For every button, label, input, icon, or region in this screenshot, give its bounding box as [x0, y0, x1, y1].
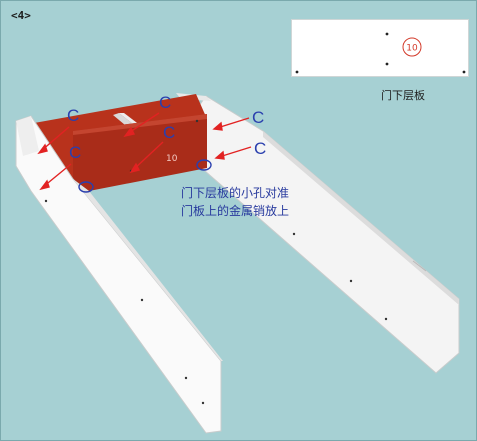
shelf-part-number: 10	[166, 154, 178, 164]
inset-caption: 门下层板	[381, 89, 425, 102]
arrow-head	[37, 143, 48, 155]
left-panel-top	[16, 116, 39, 156]
arrow-head	[39, 179, 50, 191]
arrow-line	[216, 117, 250, 129]
inset-hole	[385, 32, 389, 36]
inset-drawing: 10	[295, 32, 466, 74]
panel-notch	[412, 260, 427, 272]
left-side-panel	[15, 115, 222, 434]
panel-hole	[44, 199, 48, 203]
arrow-head	[123, 126, 136, 138]
inset-part-number: 10	[406, 44, 418, 54]
callout-c-mid-left: C	[69, 143, 81, 162]
arrow-group	[37, 112, 252, 191]
left-panel-edge	[73, 179, 223, 361]
panel-hole	[201, 401, 205, 405]
instruction-line-2: 门板上的金属销放上	[181, 204, 290, 218]
hole-marker-circle	[78, 181, 94, 193]
callout-c-top-left: C	[67, 106, 79, 125]
arrow-head	[212, 121, 223, 131]
arrow-head	[129, 162, 141, 174]
inset-hole	[385, 62, 389, 66]
arrow-head	[214, 150, 225, 160]
callout-c-mid-right: C	[254, 139, 266, 158]
inset-hole	[462, 70, 466, 74]
panel-hole	[184, 376, 188, 380]
inset-hole	[295, 70, 299, 74]
lower-shelf-top-edge	[73, 114, 207, 135]
panel-hole	[349, 279, 353, 283]
hole-marker-circle	[196, 159, 212, 171]
callout-c-top-right: C	[252, 108, 264, 127]
part-number-circle	[402, 37, 422, 57]
callout-c-top-center: C	[159, 93, 171, 112]
instruction-note: 门下层板的小孔对准 门板上的金属销放上	[181, 184, 289, 220]
panel-hole	[292, 232, 296, 236]
arrow-line	[218, 146, 252, 158]
panel-hole	[384, 317, 388, 321]
panel-hole	[140, 298, 144, 302]
lower-shelf-front	[73, 114, 207, 191]
part-inset-panel: 10	[291, 19, 469, 77]
arrow-line	[132, 141, 164, 171]
panel-hole	[195, 119, 199, 123]
right-panel-edge	[263, 131, 459, 305]
step-label: <4>	[11, 9, 31, 22]
right-side-panel	[172, 95, 460, 374]
instruction-line-1: 门下层板的小孔对准	[181, 186, 290, 200]
callout-c-mid-center: C	[163, 123, 175, 142]
